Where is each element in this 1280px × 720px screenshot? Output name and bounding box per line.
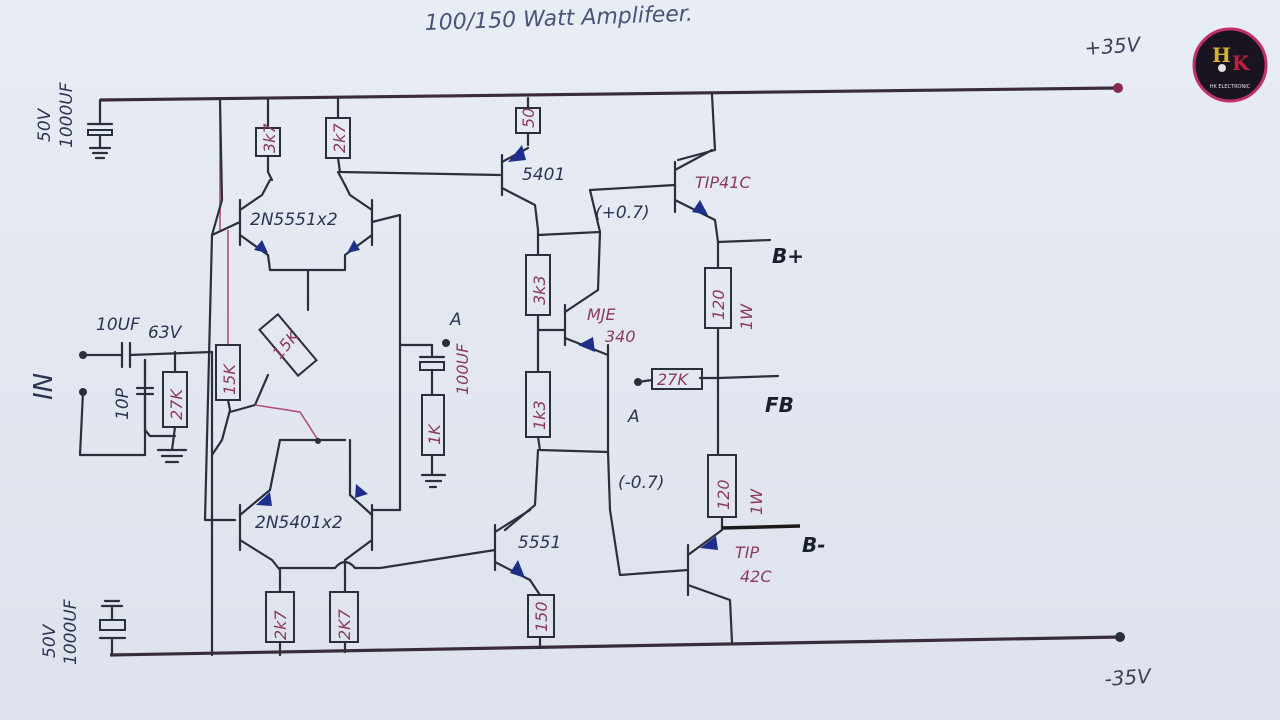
transistor-pair-top-label: 2N5551x2 <box>250 210 338 230</box>
positive-rail-label: +35V <box>1084 32 1143 60</box>
resistor-1k3-value: 1k3 <box>530 400 549 430</box>
input-cap-value: 10UF <box>96 315 140 335</box>
bottom-filter-capacitor <box>98 599 127 657</box>
resistor-2k7-bottom-right-value: 2K7 <box>335 608 354 640</box>
mje-label: MJE <box>587 305 617 324</box>
resistor-15k-diagonal-value: 15K <box>269 326 304 363</box>
svg-text:K: K <box>1232 51 1250 75</box>
mje-number: 340 <box>605 327 636 346</box>
resistor-2k7-bottom-left-value: 2k7 <box>271 610 290 640</box>
node-a-left: A <box>449 310 462 330</box>
feedback-cap-value: 100UF <box>453 343 472 395</box>
voltage-note-minus: (-0.7) <box>618 473 664 493</box>
positive-rail-terminal <box>1113 83 1123 93</box>
transistor-mje340 <box>563 230 610 357</box>
resistor-120-top-value: 120 <box>709 289 728 320</box>
resistor-120-top-watt: 1W <box>737 303 756 330</box>
resistor-15k-vertical-value: 15K <box>220 363 239 395</box>
resistor-1k-value: 1K <box>425 423 444 445</box>
transistor-pair-top <box>210 178 402 512</box>
bottom-cap-voltage: 50V <box>40 623 60 658</box>
output-bminus-label: B- <box>802 533 826 557</box>
transistor-tip41c <box>673 148 717 222</box>
voltage-note-plus: (+0.7) <box>595 203 650 223</box>
resistor-3k3-value: 3k3 <box>530 275 549 305</box>
transistor-pair-bottom-label: 2N5401x2 <box>255 513 343 533</box>
output-bplus-label: B+ <box>772 244 804 268</box>
resistor-27k-feedback-value: 27K <box>657 370 689 389</box>
transistor-5551 <box>493 508 532 582</box>
hk-electronic-logo: H K HK ELECTRONIC <box>1192 27 1268 103</box>
transistor-5401-label: 5401 <box>522 165 565 185</box>
tip42c-label-2: 42C <box>740 567 772 586</box>
svg-text:H: H <box>1212 43 1231 67</box>
top-cap-value: 1000UF <box>57 82 77 148</box>
small-capacitor <box>135 358 155 432</box>
negative-rail-terminal <box>1115 632 1125 642</box>
resistor-150-value: 150 <box>532 601 551 632</box>
top-cap-voltage: 50V <box>35 107 55 142</box>
negative-rail-label: -35V <box>1104 664 1153 691</box>
resistor-50-value: 50 <box>519 108 538 128</box>
resistor-2k7-top-value: 2k7 <box>330 123 349 153</box>
feedback-capacitor <box>418 343 446 397</box>
resistor-3k7-value: 3k7 <box>260 123 279 153</box>
transistor-tip42c <box>686 528 734 644</box>
transistor-pair-bottom <box>238 438 402 572</box>
transistor-5551-label: 5551 <box>518 533 561 553</box>
resistor-15k-diagonal <box>258 312 318 378</box>
diagram-title: 100/150 Watt Amplifeer. <box>424 2 693 36</box>
input-label: IN <box>29 373 59 400</box>
small-cap-value: 10P <box>113 387 133 420</box>
top-filter-capacitor <box>86 98 114 160</box>
negative-rail <box>109 635 1121 657</box>
input-resistor-value: 27K <box>167 388 186 420</box>
feedback-label: FB <box>765 393 794 417</box>
transistor-5401 <box>500 145 540 232</box>
input-cap-voltage: 63V <box>148 323 183 343</box>
tip41c-label: TIP41C <box>695 173 752 192</box>
resistor-120-bottom-value: 120 <box>714 479 733 510</box>
resistor-120-bottom-watt: 1W <box>747 488 766 515</box>
resistor-27k-feedback <box>651 368 703 390</box>
bottom-cap-value: 1000UF <box>61 599 81 665</box>
tip42c-label-1: TIP <box>735 543 759 562</box>
node-a-right: A <box>627 407 640 427</box>
logo-text: HK ELECTRONIC <box>1210 84 1251 90</box>
input-coupling-capacitor <box>120 341 132 369</box>
positive-rail <box>99 86 1119 102</box>
